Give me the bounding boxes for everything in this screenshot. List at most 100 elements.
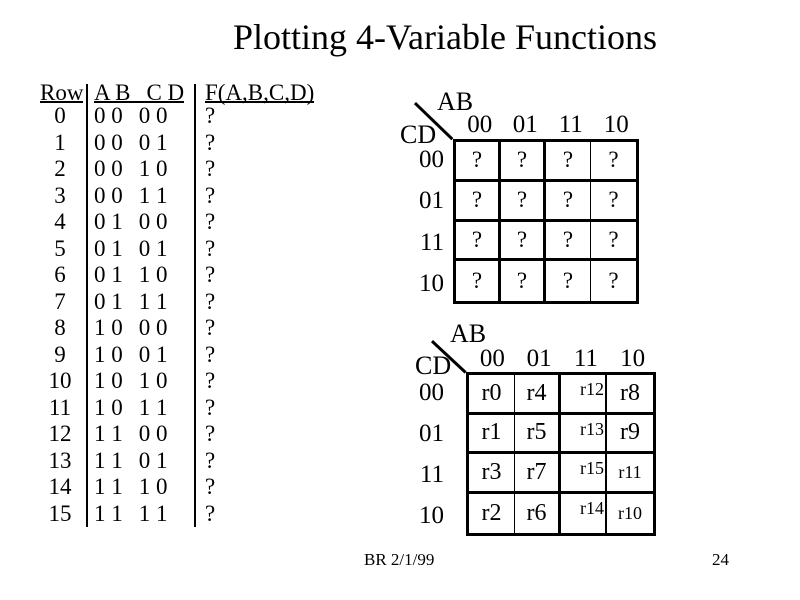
cd-value: 1 1 bbox=[138, 500, 168, 526]
truth-table-header: Row A B C D F(A,B,C,D) bbox=[40, 80, 326, 105]
page-number: 24 bbox=[712, 550, 729, 569]
kmap-row-label: 10 bbox=[419, 502, 444, 529]
ab-value: 1 1 bbox=[94, 500, 123, 526]
kmap-cd-label: CD bbox=[400, 120, 437, 149]
row-number: 5 bbox=[40, 235, 88, 262]
kmap-row-label: 01 bbox=[419, 187, 444, 215]
ab-value: 1 0 bbox=[94, 315, 123, 340]
cd-header-label: C D bbox=[146, 80, 185, 105]
kmap-cell: r2 bbox=[469, 493, 515, 533]
ab-value: 0 0 bbox=[94, 182, 123, 208]
f-value: ? bbox=[205, 262, 216, 287]
f-value: ? bbox=[205, 103, 216, 128]
row-number: 4 bbox=[40, 209, 88, 236]
ab-value: 1 0 bbox=[94, 394, 123, 420]
ab-value: 0 1 bbox=[94, 262, 123, 287]
row-number: 3 bbox=[40, 182, 88, 209]
row-inputs: 0 1 0 0 bbox=[88, 209, 196, 236]
f-value: ? bbox=[205, 209, 216, 234]
row-number: 11 bbox=[40, 394, 88, 421]
f-value: ? bbox=[205, 447, 216, 473]
row-number: 15 bbox=[40, 500, 88, 527]
row-inputs: 0 0 1 1 bbox=[88, 182, 196, 209]
cd-value: 0 0 bbox=[138, 103, 168, 128]
kmap-col-label: 10 bbox=[620, 345, 646, 372]
kmap-ab-label: AB bbox=[450, 319, 487, 348]
output-header-label: F(A,B,C,D) bbox=[205, 80, 315, 105]
kmap-cell: r13 bbox=[561, 414, 607, 454]
f-value: ? bbox=[205, 421, 216, 446]
kmap-cell: r9 bbox=[607, 415, 653, 454]
kmap-cell: r1 bbox=[469, 414, 515, 454]
kmap-col-label: 00 bbox=[479, 345, 505, 372]
row-number: 1 bbox=[40, 129, 88, 156]
kmap-cell: r6 bbox=[515, 493, 561, 533]
kmap-cell: ? bbox=[501, 221, 546, 262]
f-value: ? bbox=[205, 156, 216, 181]
ab-header-label: A B bbox=[94, 80, 131, 105]
kmap-cell: r10 bbox=[618, 502, 642, 523]
cd-value: 1 0 bbox=[138, 368, 168, 393]
kmap-col-label: 10 bbox=[603, 111, 629, 138]
kmap-row-label: 00 bbox=[419, 379, 444, 406]
cd-value: 1 0 bbox=[138, 156, 168, 181]
f-value: ? bbox=[205, 368, 216, 393]
kmap-cell: ? bbox=[591, 222, 636, 262]
cd-value: 1 1 bbox=[138, 182, 168, 208]
cd-value: 0 0 bbox=[138, 209, 168, 234]
table-row: 13 1 1 0 1 ? bbox=[40, 447, 326, 474]
kmap-cell: r3 bbox=[469, 454, 515, 494]
row-number: 6 bbox=[40, 262, 88, 289]
kmap-col-label: 01 bbox=[526, 345, 552, 372]
row-number: 2 bbox=[40, 156, 88, 183]
inputs-header-label: A B C D bbox=[94, 81, 185, 104]
cd-value: 0 1 bbox=[138, 341, 168, 367]
f-value: ? bbox=[205, 500, 216, 526]
kmap-cell: ? bbox=[546, 181, 591, 222]
kmap-row-label: 10 bbox=[419, 269, 444, 297]
f-value: ? bbox=[205, 288, 216, 314]
cd-value: 1 1 bbox=[138, 288, 168, 314]
kmap-row-label: 00 bbox=[419, 146, 444, 173]
kmap-ab-label: AB bbox=[437, 87, 474, 116]
ab-value: 1 1 bbox=[94, 447, 123, 473]
kmap-cell: r11 bbox=[607, 454, 653, 494]
cd-value: 0 1 bbox=[138, 129, 168, 155]
cd-value: 0 0 bbox=[138, 315, 168, 340]
kmap-cell: r8 bbox=[607, 375, 653, 415]
ab-value: 0 1 bbox=[94, 209, 123, 234]
row-inputs: 1 0 0 0 bbox=[88, 315, 196, 342]
row-column-header-cell: Row bbox=[40, 81, 88, 104]
row-number: 9 bbox=[40, 341, 88, 368]
cd-value: 0 0 bbox=[138, 421, 168, 446]
ab-value: 1 0 bbox=[94, 341, 123, 367]
row-number: 13 bbox=[40, 447, 88, 474]
cd-value: 0 1 bbox=[138, 447, 168, 473]
kmap-cell: ? bbox=[591, 142, 636, 182]
